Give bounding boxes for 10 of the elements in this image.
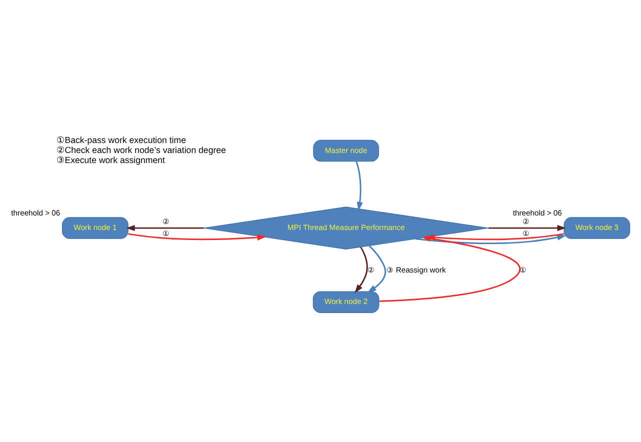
label: ③Execute work assignment	[56, 154, 165, 165]
arrow	[488, 224, 566, 232]
arrow	[367, 245, 386, 293]
arrow	[356, 161, 363, 211]
label: ②Check each work node’s variation degree	[56, 144, 226, 155]
arrow	[128, 233, 266, 241]
arrow	[126, 224, 204, 232]
label: ①Back-pass work execution time	[56, 134, 186, 145]
arrow	[354, 246, 368, 294]
arrow	[379, 236, 520, 302]
